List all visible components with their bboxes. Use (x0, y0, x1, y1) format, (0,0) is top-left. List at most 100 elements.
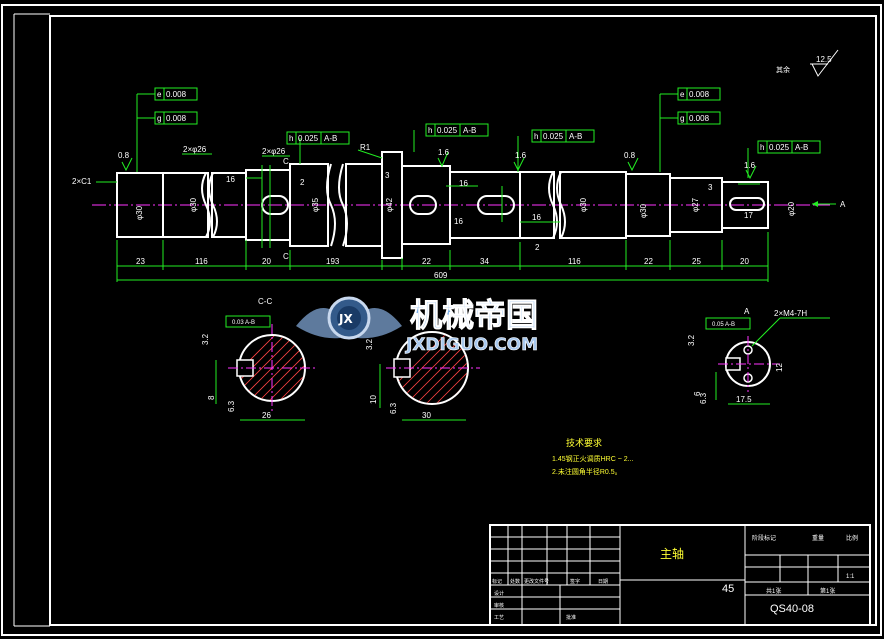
section-a-view: A 0.05 A-B 2×M4-7H 3.2 6.3 6 17.5 12 (687, 307, 830, 405)
dimension-value: 23 (136, 257, 145, 266)
section-c-view: C-C 0.03 A-B 3.2 6.3 8 26 (201, 297, 318, 421)
tolerance-datum: A-B (324, 134, 337, 143)
key16-a: 16 (226, 175, 235, 184)
checker-label: 审核 (494, 602, 504, 609)
section-a-dim-w: 17.5 (736, 395, 752, 404)
row-mark: 标记 (492, 578, 502, 585)
title-block (489, 524, 871, 626)
section-a-rough-b: 6.3 (699, 392, 708, 404)
section-b-dim-w: 30 (422, 411, 431, 420)
roughness-symbols (121, 151, 757, 180)
section-a-rough: 3.2 (687, 334, 696, 346)
tolerance-symbol: g (680, 114, 684, 123)
diameter-d5: φ30 (579, 197, 588, 212)
tolerance-value: 0.008 (166, 114, 187, 123)
dimension-value: 20 (740, 257, 749, 266)
row-date: 日期 (598, 579, 608, 585)
shaft-labels: 2×C1 2×φ26 2×φ26 C C R1 0.8 1.6 1.6 0.8 … (72, 143, 756, 261)
diameter-d6: φ30 (639, 203, 648, 218)
designer-label: 设计 (494, 590, 504, 597)
diameter-d1: φ30 (135, 205, 144, 220)
tolerance-value: 0.025 (543, 132, 564, 141)
header-weight: 重量 (812, 534, 824, 542)
notes-line1: 1.45钢正火调质HRC ~ 2... (552, 454, 634, 463)
watermark-badge: JX (338, 312, 353, 326)
section-b-dim-h: 10 (369, 395, 378, 404)
tolerance-value: 0.025 (298, 134, 319, 143)
surface-finish-other: 其余 (776, 65, 790, 74)
section-c-frame: 0.03 A-B (232, 320, 255, 326)
key16-c: 16 (454, 217, 463, 226)
rough-b: 1.6 (438, 148, 450, 157)
outer-border (1, 4, 882, 636)
dimension-value: 116 (568, 257, 581, 266)
tolerance-value: 0.008 (166, 90, 187, 99)
scale-value: 1:1 (846, 574, 855, 580)
material: 45 (722, 583, 734, 595)
dimension-value: 22 (422, 257, 431, 266)
watermark-en: JXDIGUO.COM (405, 335, 538, 355)
section-c-top: C (283, 157, 289, 166)
section-a-thread: 2×M4-7H (774, 309, 807, 318)
datum-a-label: A (840, 200, 846, 209)
r1-label: R1 (360, 143, 371, 152)
shaft-outline (116, 151, 769, 259)
approve-label: 批准 (566, 614, 576, 621)
title-block-text: 主轴 45 QS40-08 阶段标记 重量 比例 1:1 共1张 第1张 标记 … (492, 534, 858, 621)
section-c-rough-b: 6.3 (227, 400, 236, 412)
tolerance-value: 0.008 (689, 114, 710, 123)
diameter-d8: φ20 (787, 201, 796, 216)
section-b-rough-b: 6.3 (389, 402, 398, 414)
num3-b: 3 (708, 183, 713, 192)
groove-label-b: 2×φ26 (262, 147, 286, 156)
process-label: 工艺 (494, 615, 504, 621)
tolerance-value: 0.025 (769, 143, 790, 152)
drawing-number: QS40-08 (770, 603, 814, 615)
sheet-count: 共1张 (766, 587, 781, 595)
dimension-value: 22 (644, 257, 653, 266)
tolerance-datum: A-B (463, 126, 476, 135)
key16-b: 16 (459, 179, 468, 188)
tolerance-symbol: h (534, 132, 538, 141)
groove-label-a: 2×φ26 (183, 145, 207, 154)
diameter-d4: φ42 (385, 197, 394, 212)
section-c-dim-h: 8 (207, 395, 216, 400)
rough-d: 0.8 (624, 151, 636, 160)
part-name: 主轴 (660, 546, 684, 561)
section-b-rough: 3.2 (365, 338, 374, 350)
rough-e: 1.6 (744, 161, 756, 170)
section-c-bottom: C (283, 252, 289, 261)
row-count: 处数 (510, 578, 520, 585)
tolerance-symbol: e (157, 90, 162, 99)
dimension-value: 116 (195, 257, 208, 266)
notes-line2: 2.未注圆角半径R0.5。 (552, 467, 622, 476)
tolerance-value: 0.025 (437, 126, 458, 135)
dimension-value: 25 (692, 257, 701, 266)
section-a-title: A (744, 307, 750, 316)
section-c-rough: 3.2 (201, 333, 210, 345)
section-a-frame: 0.05 A-B (712, 322, 735, 328)
num3-a: 3 (385, 171, 390, 180)
section-b-view: 3.2 6.3 10 30 (365, 331, 480, 421)
dimension-value: 34 (480, 257, 489, 266)
diameter-d3: φ35 (311, 197, 320, 212)
section-a-dim-side: 12 (775, 363, 784, 372)
diameter-labels: φ30 φ30 φ35 φ42 φ30 φ30 φ27 φ20 (135, 197, 796, 220)
rough-c: 1.6 (515, 151, 527, 160)
num2-b: 2 (535, 243, 540, 252)
header-scale: 比例 (846, 534, 858, 542)
sheet-number: 第1张 (820, 587, 835, 595)
section-a-dim-h: 6 (693, 391, 702, 396)
watermark-cn: 机械帝国 (410, 296, 538, 334)
dimension-value: 193 (326, 257, 340, 266)
surface-finish-icon (810, 49, 839, 77)
section-c-dim-w: 26 (262, 411, 271, 420)
watermark-logo: JX 机械帝国 JXDIGUO.COM (296, 296, 539, 355)
